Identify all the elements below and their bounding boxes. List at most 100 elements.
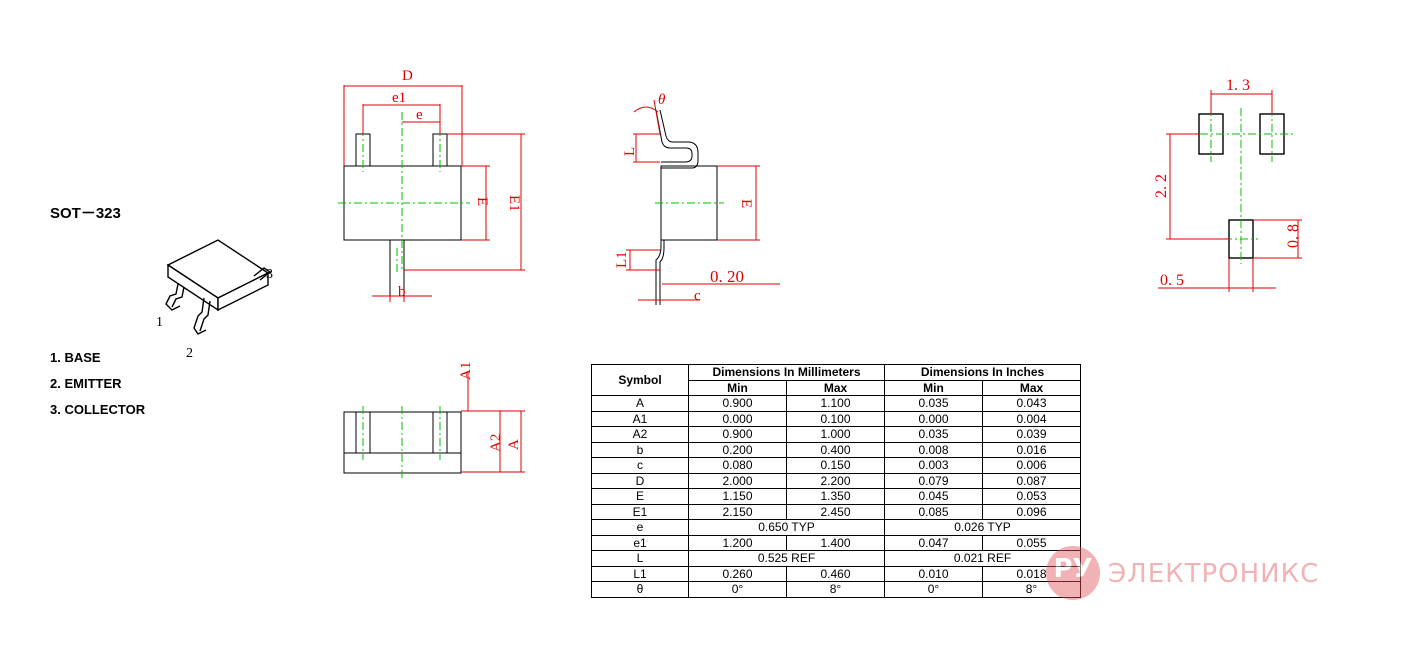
mm-max-cell: 0.400 [786,441,885,458]
table-row: L1 0.260 0.460 0.010 0.018 [591,565,1081,582]
pin-number-1: 1 [156,315,163,330]
pin-1-label: 1. BASE [50,350,101,365]
mm-min-header: Min [688,379,787,396]
mm-max-cell: 0.460 [786,565,885,582]
dim-label-e1: e1 [392,90,406,106]
table-row: θ 0° 8° 0° 8° [591,581,1081,598]
dim-label-L: L [622,147,638,156]
mm-min-cell: 1.200 [688,534,787,551]
symbol-cell: b [591,441,689,458]
symbol-cell: c [591,457,689,474]
front-view: A1 A2 A [343,362,525,478]
mm-max-cell: 0.100 [786,410,885,427]
dim-label-theta: θ [658,92,666,108]
package-3d-sketch: 1 2 3 [156,239,273,361]
pin-3-label: 3. COLLECTOR [50,402,146,417]
dim-label-D: D [402,68,413,84]
mm-max-header: Max [786,379,885,396]
dim-label-pad-width: 0. 5 [1160,272,1184,289]
in-min-cell: 0.008 [884,441,983,458]
in-min-cell: 0.045 [884,488,983,505]
mm-max-cell: 1.000 [786,426,885,443]
mm-min-cell: 2.150 [688,503,787,520]
mm-max-cell: 2.450 [786,503,885,520]
dim-label-span: 2. 2 [1153,174,1170,198]
pin-2-label: 2. EMITTER [50,376,122,391]
footprint-view: 1. 3 2. 2 0. 8 0. 5 [1153,77,1302,292]
table-row: e 0.650 TYP 0.026 TYP [591,519,1081,536]
pin-list: 1. BASE 2. EMITTER 3. COLLECTOR [50,345,145,423]
in-min-cell: 0.003 [884,457,983,474]
in-max-cell: 0.039 [982,426,1081,443]
mm-max-cell: 1.100 [786,395,885,412]
mm-max-cell: 0.150 [786,457,885,474]
table-row: D 2.000 2.200 0.079 0.087 [591,472,1081,489]
in-ref-cell: 0.021 REF [884,550,1081,567]
watermark: РУ ЭЛЕКТРОНИКС [1046,546,1356,602]
dim-label-A: A [506,439,522,450]
mm-min-cell: 0.080 [688,457,787,474]
in-max-header: Max [982,379,1081,396]
symbol-cell: E [591,488,689,505]
in-max-cell: 0.004 [982,410,1081,427]
inch-header: Dimensions In Inches [884,364,1081,381]
symbol-cell: A2 [591,426,689,443]
table-subheader-row: Min Max Min Max [592,379,1081,396]
mm-min-cell: 0.900 [688,426,787,443]
mm-min-cell: 1.150 [688,488,787,505]
in-min-cell: 0.035 [884,395,983,412]
symbol-cell: L [591,550,689,567]
symbol-cell: e [591,519,689,536]
symbol-cell: D [591,472,689,489]
in-max-cell: 0.016 [982,441,1081,458]
watermark-name: ЭЛЕКТРОНИКС [1108,559,1320,589]
table-row: E 1.150 1.350 0.045 0.053 [591,488,1081,505]
table-row: A2 0.900 1.000 0.035 0.039 [591,426,1081,443]
symbol-cell: E1 [591,503,689,520]
table-row: A 0.900 1.100 0.035 0.043 [591,395,1081,412]
dim-label-L1: L1 [614,251,630,268]
mm-min-cell: 0.000 [688,410,787,427]
dim-label-E1: E1 [506,195,522,212]
symbol-cell: A [591,395,689,412]
mm-typ-cell: 0.650 TYP [688,519,885,536]
dim-label-A1: A1 [458,362,474,380]
mm-min-cell: 0° [688,581,787,598]
table-row: c 0.080 0.150 0.003 0.006 [591,457,1081,474]
dim-label-c: c [694,288,701,304]
mm-min-cell: 0.900 [688,395,787,412]
table-row: L 0.525 REF 0.021 REF [591,550,1081,567]
pin-number-2: 2 [186,346,193,361]
mm-max-cell: 8° [786,581,885,598]
symbol-cell: e1 [591,534,689,551]
table-row: A1 0.000 0.100 0.000 0.004 [591,410,1081,427]
in-min-cell: 0° [884,581,983,598]
mm-min-cell: 0.260 [688,565,787,582]
dim-label-pad-height: 0. 8 [1285,224,1302,248]
dim-label-A2: A2 [488,434,504,452]
in-min-cell: 0.035 [884,426,983,443]
symbol-header: Symbol [591,364,689,396]
pin-number-3: 3 [266,267,273,282]
mm-min-cell: 2.000 [688,472,787,489]
in-min-cell: 0.047 [884,534,983,551]
in-min-cell: 0.085 [884,503,983,520]
in-max-cell: 0.055 [982,534,1081,551]
table-row: E1 2.150 2.450 0.085 0.096 [591,503,1081,520]
dim-label-E: E [474,197,490,206]
mm-min-cell: 0.200 [688,441,787,458]
table-header-row: Symbol Dimensions In Millimeters Dimensi… [591,364,1081,396]
mm-max-cell: 1.350 [786,488,885,505]
dim-label-pitch: 1. 3 [1226,77,1250,94]
dim-label-gauge: 0. 20 [710,267,744,286]
symbol-cell: A1 [591,410,689,427]
symbol-cell: L1 [591,565,689,582]
in-min-cell: 0.000 [884,410,983,427]
mm-header: Dimensions In Millimeters [688,364,885,381]
top-view: D e1 e E E1 b [338,68,525,302]
in-max-cell: 0.087 [982,472,1081,489]
side-view: θ L L1 E 0. 20 c [614,92,780,305]
dim-label-e: e [416,107,423,123]
in-max-cell: 0.006 [982,457,1081,474]
